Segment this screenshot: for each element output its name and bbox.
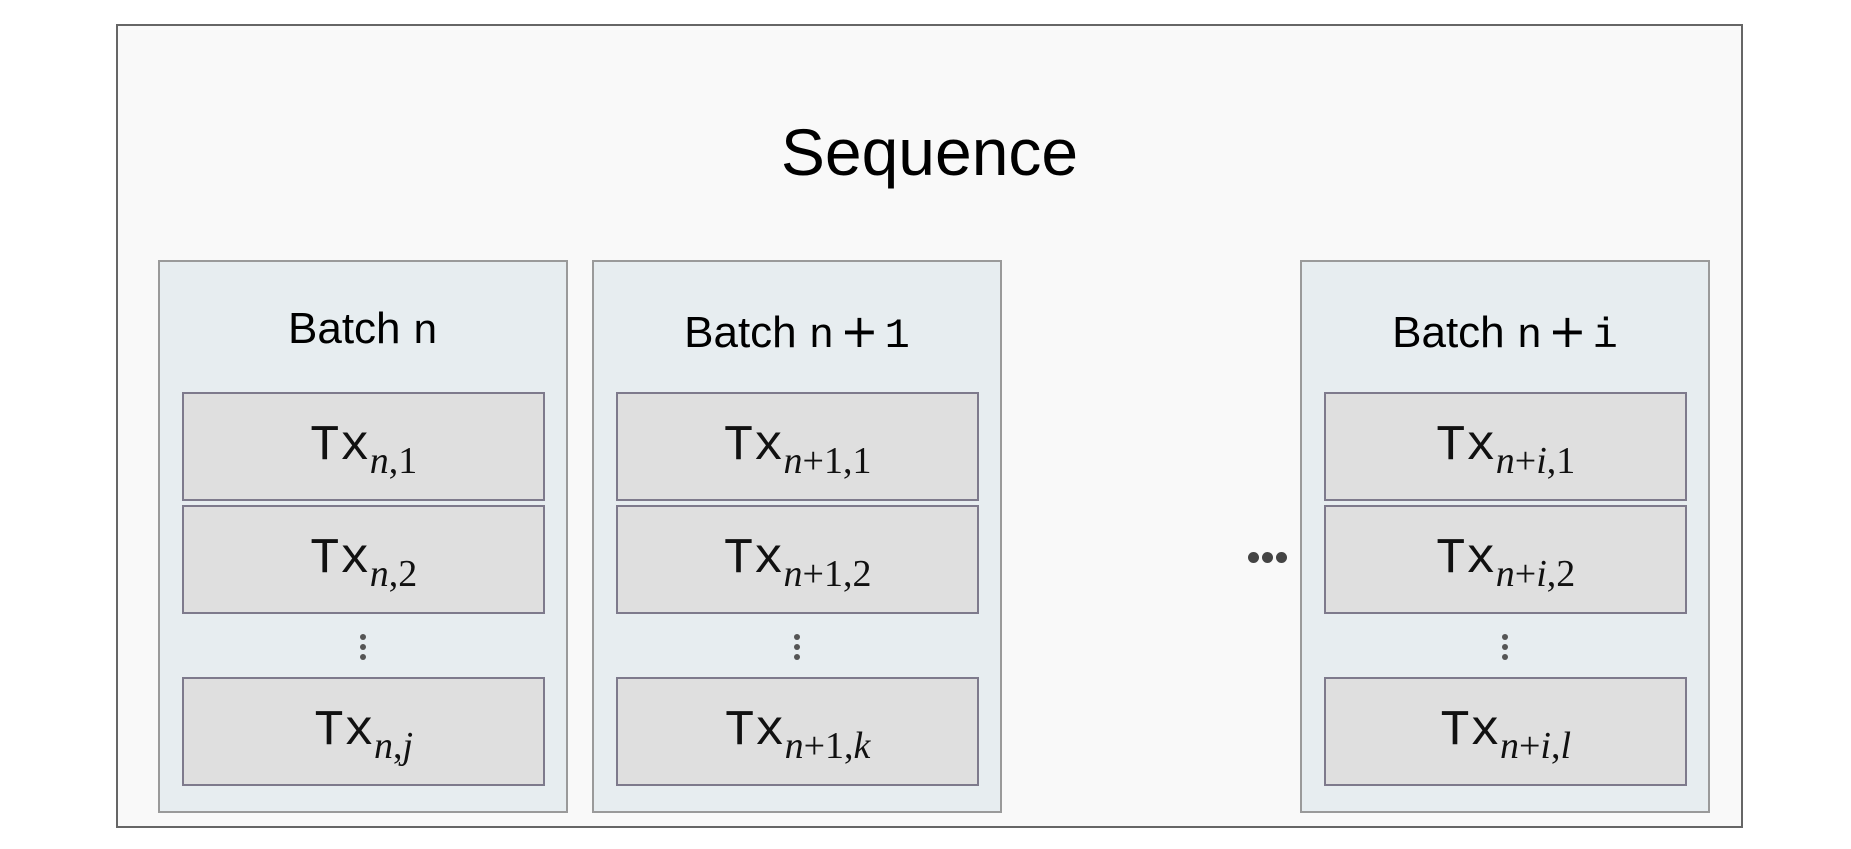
subscript-sep: , bbox=[392, 724, 403, 767]
subscript-index: ,1 bbox=[388, 439, 418, 482]
vertical-ellipsis bbox=[160, 632, 566, 662]
subscript-var: n bbox=[783, 439, 803, 482]
subscript-var: i bbox=[1540, 724, 1551, 767]
tx-label: Tx bbox=[1435, 418, 1496, 475]
batch-title: Batch n+1 bbox=[594, 304, 1000, 360]
subscript-var: i bbox=[1536, 552, 1547, 595]
subscript-var: n bbox=[1495, 439, 1515, 482]
batch-var: n bbox=[412, 308, 438, 356]
subscript-var: n bbox=[373, 724, 393, 767]
horizontal-ellipsis bbox=[1248, 552, 1287, 563]
subscript-var: n bbox=[369, 552, 389, 595]
subscript-sep: , bbox=[1550, 724, 1561, 767]
vertical-ellipsis bbox=[594, 632, 1000, 662]
batch-label: Batch bbox=[288, 304, 401, 353]
subscript-var: n bbox=[784, 724, 804, 767]
tx-label: Tx bbox=[1439, 703, 1500, 760]
subscript-var: l bbox=[1560, 724, 1572, 767]
tx-subscript: n,1 bbox=[370, 439, 418, 483]
tx-subscript: n,j bbox=[374, 724, 413, 768]
tx-label: Tx bbox=[313, 703, 374, 760]
tx-label: Tx bbox=[724, 703, 785, 760]
tx-label: Tx bbox=[309, 418, 370, 475]
tx-subscript: n,2 bbox=[370, 552, 418, 596]
tx-label: Tx bbox=[723, 531, 784, 588]
subscript-index: ,2 bbox=[1546, 552, 1576, 595]
subscript-op: + bbox=[1514, 552, 1537, 595]
tx-label: Tx bbox=[1435, 531, 1496, 588]
tx-label: Tx bbox=[309, 531, 370, 588]
subscript-index: +1, bbox=[803, 724, 854, 767]
tx-subscript: n+i,l bbox=[1500, 724, 1571, 768]
tx-subscript: n+i,1 bbox=[1496, 439, 1576, 483]
subscript-index: +1,2 bbox=[802, 552, 872, 595]
batch-title: Batch n+i bbox=[1302, 304, 1708, 360]
subscript-op: + bbox=[1514, 439, 1537, 482]
batch-var: n bbox=[1516, 312, 1543, 360]
batch-title: Batch n bbox=[160, 304, 566, 356]
batch-var2: 1 bbox=[884, 312, 910, 360]
subscript-var: j bbox=[402, 724, 414, 767]
subscript-var: n bbox=[783, 552, 803, 595]
batch-var: n bbox=[808, 312, 835, 360]
batch-label: Batch bbox=[1392, 308, 1505, 357]
tx-subscript: n+1,1 bbox=[784, 439, 872, 483]
subscript-op: + bbox=[1518, 724, 1541, 767]
batch-label: Batch bbox=[684, 308, 797, 357]
subscript-index: ,1 bbox=[1546, 439, 1576, 482]
sequence-title: Sequence bbox=[780, 115, 1079, 189]
subscript-var: n bbox=[1495, 552, 1515, 595]
subscript-index: +1,1 bbox=[802, 439, 872, 482]
batch-operator: + bbox=[1548, 304, 1587, 358]
subscript-var: n bbox=[1499, 724, 1519, 767]
vertical-ellipsis bbox=[1302, 632, 1708, 662]
subscript-var: i bbox=[1536, 439, 1547, 482]
subscript-var: n bbox=[369, 439, 389, 482]
tx-subscript: n+1,2 bbox=[784, 552, 872, 596]
subscript-index: ,2 bbox=[388, 552, 418, 595]
tx-label: Tx bbox=[723, 418, 784, 475]
subscript-var: k bbox=[853, 724, 871, 767]
tx-subscript: n+i,2 bbox=[1496, 552, 1576, 596]
batch-operator: + bbox=[840, 304, 879, 358]
batch-var2: i bbox=[1592, 312, 1618, 360]
tx-subscript: n+1,k bbox=[785, 724, 871, 768]
